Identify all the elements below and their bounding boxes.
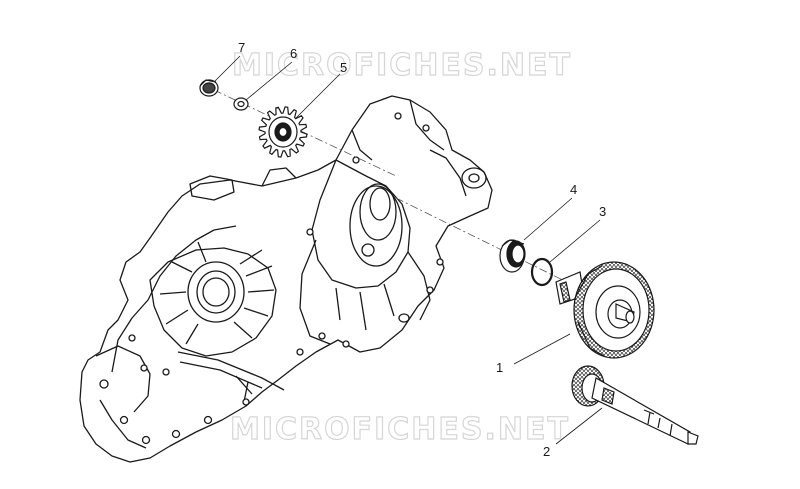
callout-6: 6	[290, 46, 297, 61]
callout-1: 1	[496, 360, 503, 375]
callout-3: 3	[599, 204, 606, 219]
part-6-washer	[233, 97, 249, 111]
callout-7: 7	[238, 40, 245, 55]
part-7-bearing	[199, 79, 219, 97]
watermark-bottom: MICROFICHES.NET	[229, 411, 570, 447]
part-1-gear-shaft	[555, 261, 655, 359]
part-3-o-ring	[530, 257, 554, 287]
leader-lines	[213, 55, 603, 445]
callout-5: 5	[340, 60, 347, 75]
part-4-seal	[499, 239, 526, 273]
crankcase-housing	[79, 95, 493, 463]
part-5-sprocket	[258, 106, 308, 158]
part-2-output-shaft	[571, 365, 699, 445]
callout-2: 2	[543, 444, 550, 459]
callout-labels: 7 6 5 4 3 1 2	[238, 40, 606, 459]
callout-4: 4	[570, 182, 577, 197]
